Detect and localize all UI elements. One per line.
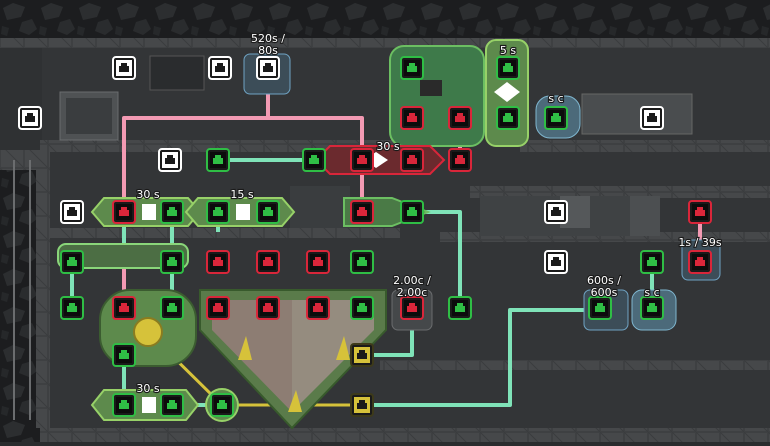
ethernet-port-icon (263, 303, 273, 312)
ethernet-port-icon (25, 113, 35, 122)
ethernet-port-icon (213, 303, 223, 312)
ethernet-port-icon (695, 207, 705, 216)
ethernet-port-icon (167, 207, 177, 216)
timer-label-15: 15 s (230, 188, 253, 201)
ethernet-port-icon (647, 113, 657, 122)
ethernet-port-icon (551, 257, 561, 266)
ethernet-port-icon (213, 155, 223, 164)
ethernet-port-icon (407, 303, 417, 312)
ethernet-port-icon (455, 113, 465, 122)
ethernet-port-icon (407, 207, 417, 216)
timer-label-80: 80s (258, 44, 278, 57)
ethernet-port-icon (263, 257, 273, 266)
ethernet-port-icon (213, 207, 223, 216)
ethernet-port-icon (357, 303, 367, 312)
ladder (13, 160, 31, 420)
ethernet-port-icon (67, 257, 77, 266)
counter-label-2: 2.00c (397, 286, 428, 299)
counter-label: 2.00c / (393, 274, 431, 287)
ethernet-port-icon (165, 155, 175, 164)
ethernet-port-icon (695, 257, 705, 266)
counter-small-top: s c (548, 92, 563, 105)
ethernet-port-icon (119, 207, 129, 216)
ethernet-port-icon (551, 113, 561, 122)
ethernet-port-icon (119, 303, 129, 312)
ethernet-port-icon (647, 303, 657, 312)
gate-symbols (133, 82, 520, 413)
ethernet-port-icon (215, 63, 225, 72)
ethernet-port-icon (595, 303, 605, 312)
ethernet-port-icon (407, 63, 417, 72)
ethernet-port-icon (357, 350, 367, 359)
ethernet-port-icon (119, 350, 129, 359)
ethernet-port-icon (357, 207, 367, 216)
ethernet-port-icon (503, 63, 513, 72)
ethernet-port-icon (313, 257, 323, 266)
ethernet-port-icon (407, 113, 417, 122)
ethernet-port-icon (213, 257, 223, 266)
buffer-square-icon (142, 204, 156, 220)
wall-tiles (0, 38, 770, 442)
ethernet-port-icon (503, 113, 513, 122)
diamond-arrow-icon (494, 82, 520, 102)
diode-icon (336, 336, 350, 360)
counter-small-bot: s c (644, 286, 659, 299)
timer-label-30-top: 30 s (376, 140, 399, 153)
ethernet-port-icon (217, 400, 227, 409)
timer-label-5s: 5 s (500, 44, 516, 57)
ethernet-port-icon (119, 400, 129, 409)
ethernet-port-icon (407, 155, 417, 164)
timer-label-600: 600s / (587, 274, 621, 287)
ethernet-port-icon (551, 207, 561, 216)
ethernet-port-icon (67, 207, 77, 216)
valve-icon (133, 317, 163, 347)
ethernet-port-icon (313, 303, 323, 312)
ethernet-port-icon (357, 155, 367, 164)
diode-icon (288, 390, 302, 412)
timer-label-30-left: 30 s (136, 188, 159, 201)
timer-label-30-bottom: 30 s (136, 382, 159, 395)
ethernet-port-icon (167, 257, 177, 266)
ethernet-port-icon (647, 257, 657, 266)
diode-icon (238, 336, 252, 360)
ethernet-port-icon (357, 400, 367, 409)
ethernet-port-icon (167, 400, 177, 409)
ethernet-port-icon (263, 207, 273, 216)
timer-labels: 520s / 80s 5 s 30 s 30 s 15 s 2.00c / 2.… (135, 31, 723, 396)
ethernet-port-icon (119, 63, 129, 72)
timer-label-520: 520s / (251, 32, 285, 45)
timer-label-1s: 1s / 39s (678, 236, 721, 249)
left-room (0, 44, 42, 154)
buffer-square-icon (142, 397, 156, 413)
logic-ports[interactable] (18, 56, 712, 417)
ethernet-port-icon (455, 303, 465, 312)
buffer-square-icon (236, 204, 250, 220)
ethernet-port-icon (309, 155, 319, 164)
timer-label-600b: 600s (591, 286, 618, 299)
ethernet-port-icon (167, 303, 177, 312)
ethernet-port-icon (263, 63, 273, 72)
ethernet-port-icon (67, 303, 77, 312)
ethernet-port-icon (357, 257, 367, 266)
ethernet-port-icon (455, 155, 465, 164)
